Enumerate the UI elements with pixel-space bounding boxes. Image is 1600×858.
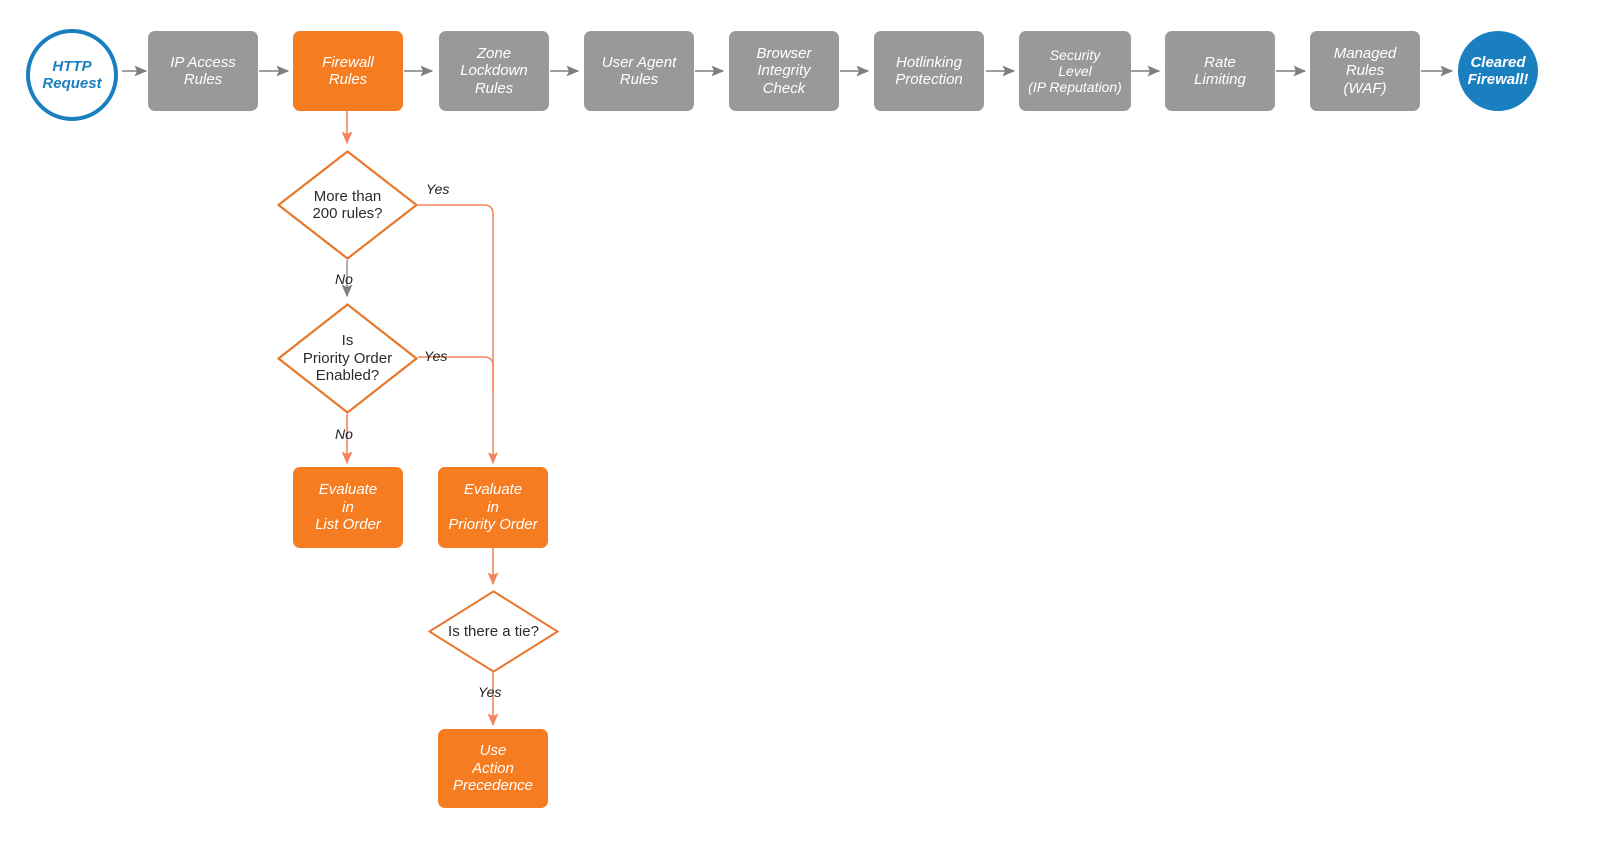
decision-is-priority-order-enabled-label: Is Priority Order Enabled? <box>302 332 393 385</box>
node-security-level[interactable]: Security Level (IP Reputation) <box>1019 31 1131 111</box>
edge-label-decision1-no: No <box>335 271 353 287</box>
decision-is-there-a-tie[interactable]: Is there a tie? <box>428 590 559 673</box>
node-security-level-label: Security Level (IP Reputation) <box>1028 46 1122 96</box>
edge-label-decision2-no: No <box>335 426 353 442</box>
diamond-shape-icon <box>277 150 418 260</box>
decision-more-than-200-rules[interactable]: More than 200 rules? <box>277 150 418 260</box>
decision-more-than-200-rules-label: More than 200 rules? <box>312 187 383 222</box>
diamond-shape-icon <box>277 303 418 414</box>
node-hotlinking-protection-label: Hotlinking Protection <box>895 53 963 88</box>
node-http-request[interactable]: HTTP Request <box>26 29 118 121</box>
edge-label-decision2-yes: Yes <box>424 348 448 364</box>
edge-decision1-yes <box>418 204 499 465</box>
action-evaluate-in-priority-order-label: Evaluate in Priority Order <box>448 481 538 534</box>
node-firewall-rules[interactable]: Firewall Rules <box>293 31 403 111</box>
decision-is-there-a-tie-label: Is there a tie? <box>448 622 539 640</box>
node-rate-limiting[interactable]: Rate Limiting <box>1165 31 1275 111</box>
decision-is-priority-order-enabled[interactable]: Is Priority Order Enabled? <box>277 303 418 414</box>
node-browser-integrity-check[interactable]: Browser Integrity Check <box>729 31 839 111</box>
node-browser-integrity-check-label: Browser Integrity Check <box>756 44 812 97</box>
action-evaluate-in-list-order-label: Evaluate in List Order <box>315 481 381 534</box>
node-cleared-firewall-label: Cleared Firewall! <box>1467 53 1529 88</box>
node-user-agent-rules[interactable]: User Agent Rules <box>584 31 694 111</box>
node-managed-rules-waf-label: Managed Rules (WAF) <box>1333 44 1397 97</box>
edge-label-decision3-yes: Yes <box>478 684 502 700</box>
action-evaluate-in-priority-order[interactable]: Evaluate in Priority Order <box>438 467 548 548</box>
action-use-action-precedence-label: Use Action Precedence <box>452 742 534 795</box>
action-evaluate-in-list-order[interactable]: Evaluate in List Order <box>293 467 403 548</box>
node-user-agent-rules-label: User Agent Rules <box>601 53 677 88</box>
node-firewall-rules-label: Firewall Rules <box>322 53 374 88</box>
node-http-request-label: HTTP Request <box>42 57 102 92</box>
node-managed-rules-waf[interactable]: Managed Rules (WAF) <box>1310 31 1420 111</box>
edge-label-decision1-yes: Yes <box>426 181 450 197</box>
node-ip-access-rules[interactable]: IP Access Rules <box>148 31 258 111</box>
node-zone-lockdown-rules[interactable]: Zone Lockdown Rules <box>439 31 549 111</box>
action-use-action-precedence[interactable]: Use Action Precedence <box>438 729 548 808</box>
node-hotlinking-protection[interactable]: Hotlinking Protection <box>874 31 984 111</box>
node-cleared-firewall[interactable]: Cleared Firewall! <box>1458 31 1538 111</box>
node-rate-limiting-label: Rate Limiting <box>1194 53 1246 88</box>
node-ip-access-rules-label: IP Access Rules <box>170 53 236 88</box>
diamond-shape-icon <box>428 590 559 673</box>
node-zone-lockdown-rules-label: Zone Lockdown Rules <box>460 44 528 97</box>
